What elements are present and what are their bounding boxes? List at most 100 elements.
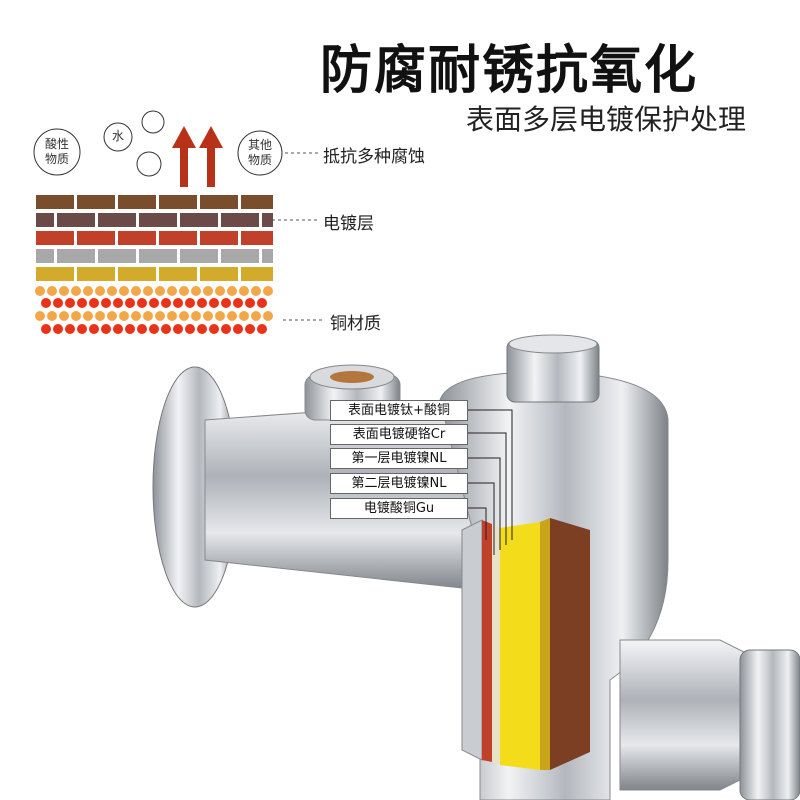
copper-dot	[227, 311, 237, 321]
copper-dot	[101, 298, 111, 308]
plating-brick-rows	[36, 195, 273, 281]
layer-label-1: 表面电镀钛+酸铜	[330, 400, 468, 421]
layer-label-4: 第二层电镀镍NL	[330, 473, 468, 494]
copper-dot	[233, 298, 243, 308]
copper-dot	[113, 298, 123, 308]
copper-dot	[149, 324, 159, 334]
copper-dot	[251, 286, 261, 296]
copper-dot	[143, 286, 153, 296]
copper-dot	[221, 324, 231, 334]
bubble-water-label: 水	[111, 129, 124, 143]
copper-dot	[53, 298, 63, 308]
bubble-other	[237, 130, 283, 176]
copper-dot	[209, 298, 219, 308]
copper-dot	[35, 286, 45, 296]
copper-dot	[53, 324, 63, 334]
copper-dot	[77, 298, 87, 308]
legend-plating: 电镀层	[323, 214, 374, 234]
copper-dot	[221, 298, 231, 308]
copper-dot	[251, 311, 261, 321]
page-subtitle: 表面多层电镀保护处理	[466, 103, 747, 136]
copper-dot	[77, 324, 87, 334]
acid-line1: 酸性	[44, 137, 69, 151]
other-line2: 物质	[247, 153, 272, 167]
copper-dot	[245, 324, 255, 334]
copper-dot	[41, 298, 51, 308]
other-line1: 其他	[247, 138, 272, 152]
copper-dot	[191, 311, 201, 321]
copper-dot	[173, 324, 183, 334]
copper-dot	[191, 286, 201, 296]
layer-label-2: 表面电镀硬铬Cr	[330, 424, 468, 445]
acid-line2: 物质	[44, 152, 69, 166]
copper-dot	[71, 311, 81, 321]
copper-dot	[257, 324, 267, 334]
copper-dot	[161, 324, 171, 334]
copper-dot	[245, 298, 255, 308]
copper-dot	[257, 298, 267, 308]
layer-pointer-lines	[467, 409, 513, 555]
bubble-other-label: 其他 物质	[243, 138, 277, 168]
copper-dot	[215, 286, 225, 296]
copper-dot	[59, 311, 69, 321]
copper-dot	[203, 311, 213, 321]
copper-dot	[65, 324, 75, 334]
copper-dot	[125, 324, 135, 334]
copper-dot	[167, 311, 177, 321]
copper-dot	[47, 286, 57, 296]
copper-dot	[143, 311, 153, 321]
bubble-small-b	[136, 151, 162, 177]
legend-copper: 铜材质	[330, 314, 381, 334]
copper-dot	[233, 324, 243, 334]
copper-dot	[59, 286, 69, 296]
copper-dot	[95, 311, 105, 321]
copper-dot	[47, 311, 57, 321]
copper-dot	[107, 286, 117, 296]
copper-dot	[41, 324, 51, 334]
copper-dot	[203, 286, 213, 296]
copper-dot	[209, 324, 219, 334]
copper-dot	[131, 311, 141, 321]
copper-dot	[119, 286, 129, 296]
copper-dot	[215, 311, 225, 321]
copper-dot	[155, 311, 165, 321]
copper-dot	[197, 324, 207, 334]
bubble-water	[103, 122, 133, 152]
copper-dot	[263, 286, 273, 296]
copper-dot	[167, 286, 177, 296]
copper-dots	[35, 286, 273, 334]
copper-dot	[107, 311, 117, 321]
copper-dot	[263, 311, 273, 321]
copper-dot	[83, 286, 93, 296]
copper-dot	[83, 311, 93, 321]
copper-dot	[65, 298, 75, 308]
copper-dot	[239, 311, 249, 321]
legend-resist: 抵抗多种腐蚀	[323, 147, 425, 167]
bubble-small-a	[141, 110, 165, 134]
copper-dot	[119, 311, 129, 321]
copper-dot	[101, 324, 111, 334]
leader-lines	[272, 152, 325, 321]
copper-dot	[137, 298, 147, 308]
bubble-acid	[33, 128, 81, 176]
copper-dot	[185, 298, 195, 308]
copper-dot	[71, 286, 81, 296]
copper-dot	[179, 311, 189, 321]
bubble-acid-label: 酸性 物质	[40, 137, 74, 167]
copper-dot	[179, 286, 189, 296]
copper-dot	[113, 324, 123, 334]
faucet-illustration	[152, 334, 800, 800]
copper-dot	[35, 311, 45, 321]
copper-dot	[185, 324, 195, 334]
layer-label-3: 第一层电镀镍NL	[330, 448, 468, 469]
copper-dot	[161, 298, 171, 308]
copper-dot	[89, 298, 99, 308]
copper-dot	[227, 286, 237, 296]
copper-dot	[95, 286, 105, 296]
copper-dot	[173, 298, 183, 308]
copper-dot	[131, 286, 141, 296]
layer-label-5: 电镀酸铜Gu	[330, 498, 468, 519]
copper-dot	[197, 298, 207, 308]
copper-dot	[239, 286, 249, 296]
